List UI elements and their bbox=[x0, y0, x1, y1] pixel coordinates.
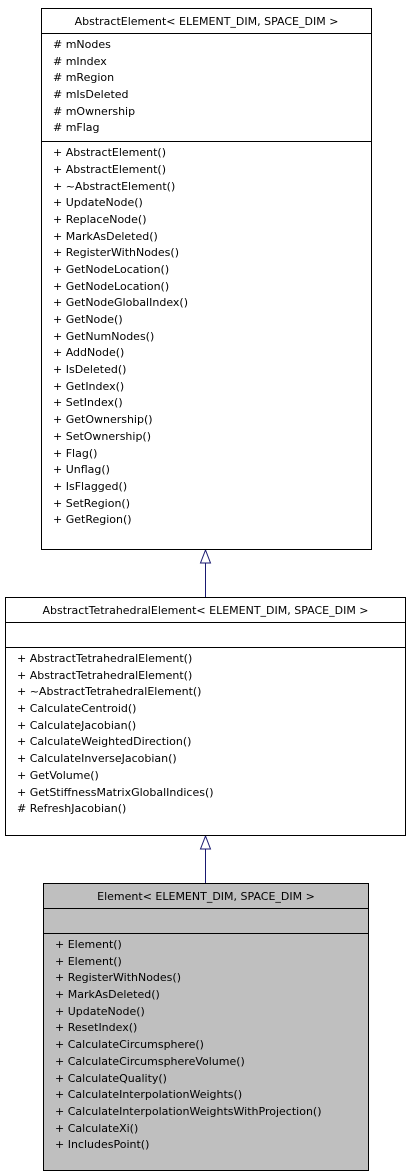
method-item: + Element() bbox=[55, 954, 122, 968]
method-item: + RegisterWithNodes() bbox=[55, 971, 182, 985]
method-item: + UpdateNode() bbox=[55, 1004, 145, 1018]
method-item: + AbstractElement() bbox=[53, 146, 167, 160]
method-item: + GetOwnership() bbox=[53, 413, 153, 427]
attribute-item: # mOwnership bbox=[53, 104, 136, 118]
method-item: + CalculateQuality() bbox=[55, 1071, 167, 1085]
method-item: + AbstractTetrahedralElement() bbox=[17, 652, 193, 665]
method-item: + CalculateWeightedDirection() bbox=[17, 735, 192, 749]
method-item: + GetNodeLocation() bbox=[53, 279, 170, 293]
attribute-item: # mRegion bbox=[53, 71, 115, 85]
class-name: Element< ELEMENT_DIM, SPACE_DIM > bbox=[44, 884, 368, 909]
method-item: + CalculateCircumsphereVolume() bbox=[55, 1054, 245, 1068]
class-name: AbstractElement< ELEMENT_DIM, SPACE_DIM … bbox=[42, 9, 371, 34]
attribute-item: # mNodes bbox=[53, 38, 111, 51]
method-item: + CalculateXi() bbox=[55, 1121, 139, 1135]
method-item: + GetNumNodes() bbox=[53, 329, 155, 343]
attributes-section: # mNodes # mIndex # mRegion # mIsDeleted… bbox=[42, 34, 371, 143]
method-item: + GetNodeGlobalIndex() bbox=[53, 296, 188, 310]
method-item: + AbstractTetrahedralElement() bbox=[17, 668, 193, 682]
method-item: + ~AbstractElement() bbox=[53, 179, 176, 193]
method-item: + MarkAsDeleted() bbox=[55, 988, 160, 1002]
method-item: + ReplaceNode() bbox=[53, 212, 147, 226]
attribute-item: # mFlag bbox=[53, 121, 100, 135]
method-item: + AbstractElement() bbox=[53, 162, 167, 176]
class-box-element[interactable]: Element< ELEMENT_DIM, SPACE_DIM > + Elem… bbox=[43, 883, 369, 1171]
method-item: + SetIndex() bbox=[53, 396, 123, 410]
method-item: + RegisterWithNodes() bbox=[53, 246, 180, 260]
method-item: + AddNode() bbox=[53, 346, 125, 360]
method-item: + ~AbstractTetrahedralElement() bbox=[17, 685, 202, 699]
attribute-item: # mIsDeleted bbox=[53, 88, 129, 102]
method-item: + CalculateInverseJacobian() bbox=[17, 752, 177, 766]
method-item: + CalculateJacobian() bbox=[17, 718, 137, 732]
method-item: + IncludesPoint() bbox=[55, 1138, 150, 1152]
method-item: + GetStiffnessMatrixGlobalIndices() bbox=[17, 785, 214, 799]
method-item: + CalculateInterpolationWeights() bbox=[55, 1088, 243, 1102]
attributes-section bbox=[44, 909, 368, 934]
method-item: + GetIndex() bbox=[53, 379, 125, 393]
method-item: + CalculateCircumsphere() bbox=[55, 1038, 204, 1052]
methods-section: + AbstractTetrahedralElement() + Abstrac… bbox=[6, 648, 405, 822]
method-item: + Element() bbox=[55, 938, 122, 951]
method-item: + IsFlagged() bbox=[53, 479, 128, 493]
class-box-abstract-element[interactable]: AbstractElement< ELEMENT_DIM, SPACE_DIM … bbox=[41, 8, 372, 550]
attributes-section bbox=[6, 623, 405, 648]
method-item: + GetRegion() bbox=[53, 513, 132, 527]
method-item: + MarkAsDeleted() bbox=[53, 229, 158, 243]
method-item: + Unflag() bbox=[53, 463, 110, 477]
method-item: + UpdateNode() bbox=[53, 196, 143, 210]
method-item: + SetOwnership() bbox=[53, 429, 152, 443]
class-box-abstract-tetrahedral-element[interactable]: AbstractTetrahedralElement< ELEMENT_DIM,… bbox=[5, 597, 406, 836]
inheritance-arrowhead bbox=[199, 834, 212, 850]
methods-section: + AbstractElement() + AbstractElement() … bbox=[42, 142, 371, 533]
method-item: + CalculateCentroid() bbox=[17, 702, 137, 716]
method-item: + GetNode() bbox=[53, 313, 123, 326]
attribute-item: # mIndex bbox=[53, 54, 107, 68]
method-item: # RefreshJacobian() bbox=[17, 802, 127, 816]
method-item: + Flag() bbox=[53, 446, 98, 460]
methods-section: + Element() + Element() + RegisterWithNo… bbox=[44, 934, 368, 1158]
method-item: + CalculateInterpolationWeightsWithProje… bbox=[55, 1104, 322, 1118]
method-item: + IsDeleted() bbox=[53, 363, 127, 377]
inheritance-arrowhead bbox=[199, 548, 212, 564]
method-item: + GetNodeLocation() bbox=[53, 262, 170, 276]
method-item: + GetVolume() bbox=[17, 768, 99, 782]
method-item: + SetRegion() bbox=[53, 496, 131, 510]
class-name: AbstractTetrahedralElement< ELEMENT_DIM,… bbox=[6, 598, 405, 623]
method-item: + ResetIndex() bbox=[55, 1021, 138, 1035]
